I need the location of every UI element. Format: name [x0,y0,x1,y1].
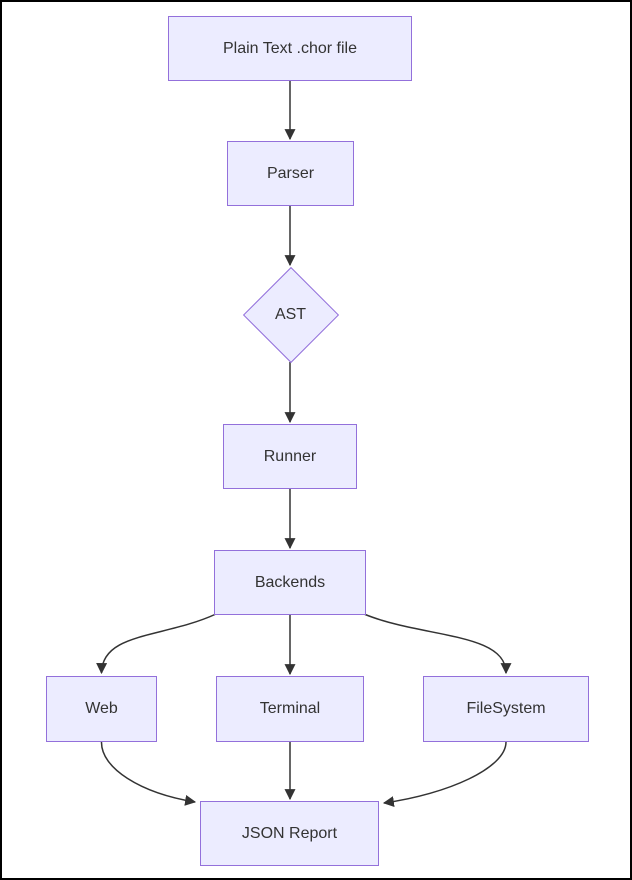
node-runner-label: Runner [263,447,317,465]
node-filesystem-label: FileSystem [466,700,546,717]
node-ast: AST [242,266,339,363]
node-json-report-label: JSON Report [241,824,338,842]
node-backends: Backends [214,550,366,615]
node-terminal: Terminal [216,676,364,742]
node-ast-label: AST [274,305,307,323]
node-json-report: JSON Report [200,801,379,866]
node-runner: Runner [223,424,357,489]
node-web-label: Web [85,700,118,717]
edge-backends-filesystem [363,613,512,675]
edge-backends-web [96,613,217,675]
node-terminal-label: Terminal [259,700,321,717]
node-parser: Parser [227,141,354,206]
node-plain-text-chor-file-label: Plain Text .chor file [223,39,357,57]
node-web: Web [46,676,157,742]
node-filesystem: FileSystem [423,676,589,742]
node-backends-label: Backends [254,573,326,591]
edge-filesystem-report [382,741,507,808]
node-plain-text-chor-file: Plain Text .chor file [168,16,412,81]
node-parser-label: Parser [266,164,315,182]
edge-web-report [100,741,197,806]
